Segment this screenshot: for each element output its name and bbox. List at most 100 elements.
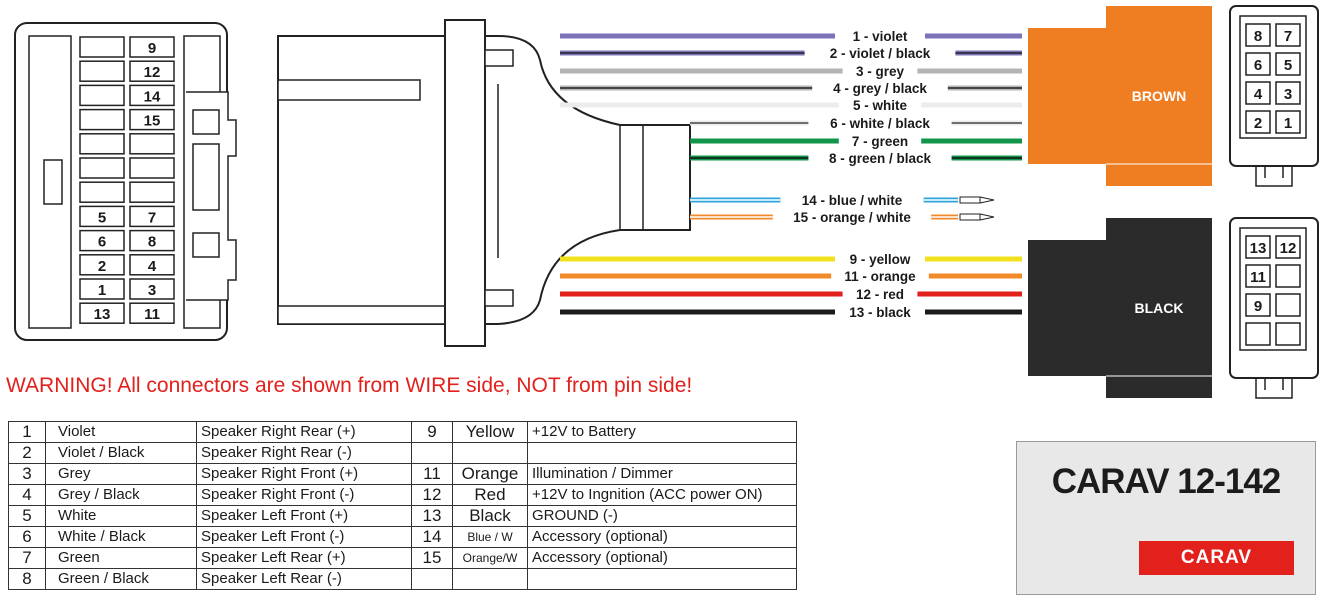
pin-table-cell: 1: [8, 421, 46, 443]
pin-table-cell: [452, 568, 528, 590]
wire: 11 - orange: [560, 269, 1022, 284]
left-connector-key-bottom: [192, 232, 220, 258]
pin-table-cell: Speaker Left Front (+): [196, 505, 412, 527]
wire-label: 14 - blue / white: [802, 193, 903, 208]
pin-table-cell: Grey / Black: [45, 484, 197, 506]
left-pin-label: 14: [144, 88, 161, 105]
left-pin-cell: [79, 278, 125, 300]
pin-table-cell: Speaker Left Rear (+): [196, 547, 412, 569]
pin-cell: [1245, 81, 1271, 105]
model-number: CARAV 12-142: [1051, 462, 1282, 501]
pin-table-cell: Green / Black: [45, 568, 197, 590]
pin-table-cell: +12V to Ingnition (ACC power ON): [527, 484, 797, 506]
pin-label: 3: [1284, 86, 1292, 103]
left-pin-cell: [129, 229, 175, 252]
pin-label: 8: [1254, 28, 1262, 45]
left-pin-cell: [129, 278, 175, 300]
left-pin-label: 6: [98, 234, 106, 251]
wire: 7 - green: [690, 134, 1022, 149]
left-pin-cell: [79, 254, 125, 276]
left-pin-cell: [79, 181, 125, 203]
pin-table-cell: Green: [45, 547, 197, 569]
left-pin-cell: [79, 229, 125, 252]
pin-table-cell: GROUND (-): [527, 505, 797, 527]
pin-table-cell: 6: [8, 526, 46, 548]
wire-terminal-tip: [979, 196, 995, 204]
left-connector-latch: [43, 159, 63, 205]
pin-cell: [1245, 23, 1271, 47]
left-pin-cell: [79, 157, 125, 179]
wire-label: 9 - yellow: [850, 252, 911, 267]
left-pin-label: 4: [148, 258, 157, 275]
left-pin-cell: [129, 181, 175, 203]
wire-label: 1 - violet: [853, 29, 908, 44]
wire: 9 - yellow: [560, 252, 1022, 267]
wire-label: 15 - orange / white: [793, 210, 911, 225]
pin-cell: [1245, 235, 1271, 259]
adapter-tab-bottom: [484, 289, 514, 307]
left-pin-cell: [129, 205, 175, 228]
wire-label: 12 - red: [856, 287, 904, 302]
left-pin-label: 7: [148, 209, 156, 226]
pin-table-cell: [452, 442, 528, 464]
pin-label: 1: [1284, 115, 1292, 132]
pin-table-cell: Orange: [452, 463, 528, 485]
adapter-tab-top: [484, 49, 514, 67]
pin-table-cell: Orange/W: [452, 547, 528, 569]
left-pin-label: 15: [144, 113, 161, 130]
pin-cell: [1275, 322, 1301, 346]
pin-table-cell: Speaker Right Rear (-): [196, 442, 412, 464]
left-pin-cell: [129, 36, 175, 58]
left-pin-cell: [79, 205, 125, 228]
pin-cell: [1275, 52, 1301, 76]
wire-label: 11 - orange: [844, 269, 916, 284]
wire: 13 - black: [560, 305, 1022, 320]
pin-table-cell: Black: [452, 505, 528, 527]
left-pin-label: 12: [144, 64, 161, 81]
wire: 12 - red: [560, 287, 1022, 302]
connector-front: [1106, 6, 1212, 186]
pin-table-cell: 2: [8, 442, 46, 464]
adapter-plug-foot: [277, 305, 447, 325]
pin-cell: [1245, 322, 1271, 346]
left-pin-label: 1: [98, 282, 106, 299]
left-pin-cell: [79, 302, 125, 324]
pin-table-cell: +12V to Battery: [527, 421, 797, 443]
pin-table-cell: [411, 568, 453, 590]
left-pin-label: 8: [148, 234, 156, 251]
left-pin-cell: [129, 84, 175, 107]
pin-table-cell: 9: [411, 421, 453, 443]
pin-cell: [1245, 264, 1271, 288]
left-pin-label: 3: [148, 282, 156, 299]
wire: 4 - grey / black: [560, 81, 1022, 96]
pin-label: 5: [1284, 57, 1292, 74]
left-pin-cell: [79, 108, 125, 131]
left-pin-cell: [79, 84, 125, 107]
pin-table-cell: White: [45, 505, 197, 527]
pin-cell: [1275, 293, 1301, 317]
connector-label: BLACK: [1135, 300, 1184, 316]
wire: 6 - white / black: [690, 116, 1022, 131]
wire-label: 2 - violet / black: [830, 46, 931, 61]
pin-label: 12: [1280, 240, 1297, 257]
wire: 5 - white: [560, 98, 1022, 113]
pin-table-cell: White / Black: [45, 526, 197, 548]
connector-rear: [1028, 28, 1106, 164]
wire: 15 - orange / white: [690, 210, 995, 225]
pin-label: 9: [1254, 298, 1262, 315]
connector-label: BROWN: [1132, 88, 1186, 104]
pin-table-cell: Speaker Right Front (-): [196, 484, 412, 506]
pin-table-cell: Speaker Left Front (-): [196, 526, 412, 548]
pin-label: 7: [1284, 28, 1292, 45]
pin-table-cell: 15: [411, 547, 453, 569]
adapter-plug-body: [277, 35, 447, 325]
pin-table-cell: Violet: [45, 421, 197, 443]
pin-cell: [1275, 264, 1301, 288]
pin-label: 2: [1254, 115, 1262, 132]
